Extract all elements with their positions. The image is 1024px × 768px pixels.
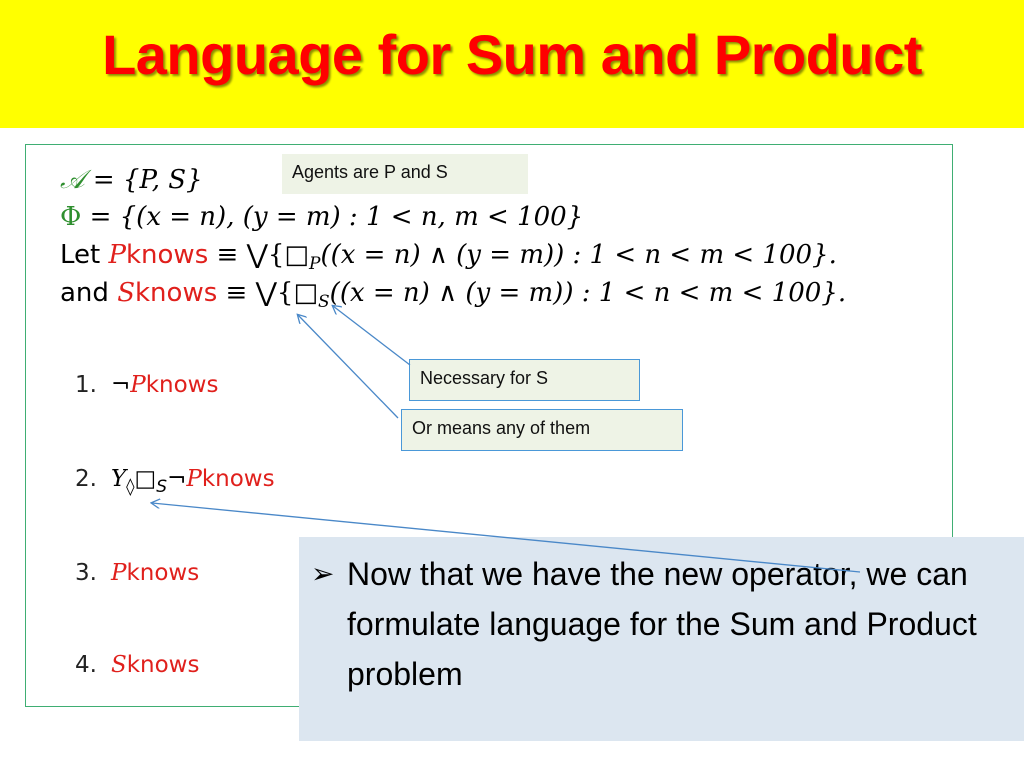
sknows-definition: ≡ ⋁{□ (217, 278, 319, 308)
pknows-definition: ≡ ⋁{□ (208, 240, 310, 270)
agents-set: = {P, S} (84, 165, 203, 195)
phi-symbol: Φ (60, 202, 82, 232)
note-panel: ➢ Now that we have the new operator, we … (299, 537, 1024, 741)
note-bullet-row: ➢ Now that we have the new operator, we … (311, 549, 1001, 699)
pknows-sub: P (309, 254, 321, 274)
formula-propositions: Φ = {(x = n), (y = m) : 1 < n, m < 100} (60, 202, 583, 232)
formula-sknows: and Sknows ≡ ⋁{□S((x = n) ∧ (y = m)) : 1… (60, 278, 846, 312)
propositions-set: = {(x = n), (y = m) : 1 < n, m < 100} (81, 202, 584, 232)
list-item: 2.Y◊□S¬Pknows (75, 466, 275, 497)
sknows-sub: S (318, 292, 330, 312)
arrow-bullet-icon: ➢ (311, 557, 335, 590)
sknows-word: knows (135, 278, 218, 308)
list-item: 4.Sknows (75, 652, 200, 678)
slide-title: Language for Sum and Product (102, 23, 922, 86)
list-item: 1.¬Pknows (75, 372, 219, 398)
pknows-tail: ((x = n) ∧ (y = m)) : 1 < n < m < 100}. (320, 240, 837, 270)
agents-callout: Agents are P and S (282, 154, 528, 194)
or-means-callout: Or means any of them (401, 409, 683, 451)
formula-agents: 𝒜 = {P, S} (60, 165, 203, 196)
sknows-agent: S (117, 278, 135, 308)
and-prefix: and (60, 278, 118, 308)
list-item: 3.Pknows (75, 560, 200, 586)
note-text: Now that we have the new operator, we ca… (347, 556, 977, 692)
pknows-word: knows (125, 240, 209, 270)
necessary-callout: Necessary for S (409, 359, 640, 401)
title-bar (0, 0, 1024, 128)
pknows-agent: P (108, 240, 126, 270)
sknows-tail: ((x = n) ∧ (y = m)) : 1 < n < m < 100}. (329, 278, 847, 308)
agents-symbol: 𝒜 (60, 165, 85, 195)
let-prefix: Let (60, 240, 109, 270)
formula-pknows: Let Pknows ≡ ⋁{□P((x = n) ∧ (y = m)) : 1… (60, 240, 837, 274)
